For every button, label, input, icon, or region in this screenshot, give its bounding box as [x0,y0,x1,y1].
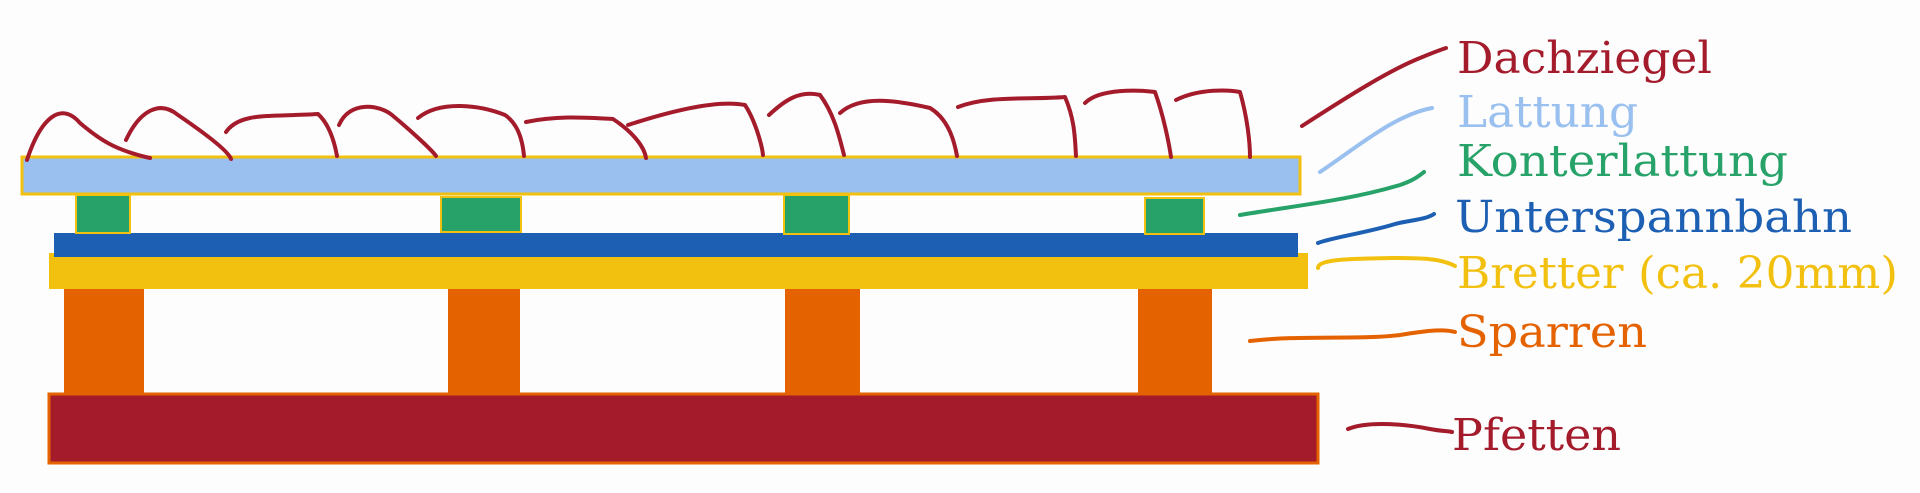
pfetten-beam [47,392,1320,465]
sparren-rafter [1138,289,1212,395]
konterlattung-batten [783,194,850,235]
label-bretter: Bretter (ca. 20mm) [1457,248,1898,299]
lattung-leader [1318,106,1434,174]
konterlattung-batten [1144,197,1205,235]
konterlattung-group [75,194,1205,235]
label-pfetten: Pfetten [1452,410,1621,461]
sparren-rafter [448,289,520,395]
label-unterspannbahn: Unterspannbahn [1455,192,1852,243]
bretter-leader [1316,256,1457,270]
bretter-boards [49,253,1308,289]
sparren-leader [1248,328,1457,343]
dachziegel-tiles [25,88,1252,162]
konterlattung-batten [75,194,131,234]
pfetten-leader [1346,421,1454,434]
sparren-rafter [785,289,860,395]
label-lattung: Lattung [1457,87,1638,138]
lattung-battens [20,155,1302,196]
unterspannbahn-leader [1316,212,1436,245]
dachziegel-leader [1300,46,1448,128]
label-konterlattung: Konterlattung [1457,136,1788,187]
konterlattung-batten [440,196,522,233]
label-dachziegel: Dachziegel [1457,33,1712,84]
unterspannbahn-membrane [54,233,1298,257]
sparren-rafter [64,289,144,395]
konterlattung-leader [1238,170,1426,217]
label-sparren: Sparren [1457,307,1647,358]
sparren-group [64,289,1212,395]
